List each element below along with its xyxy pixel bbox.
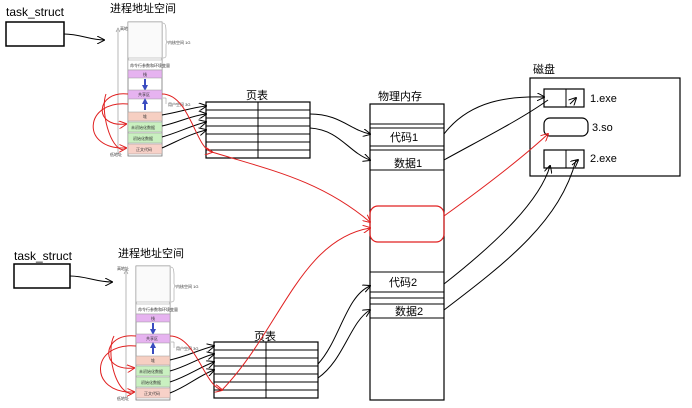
low-addr-label-1: 低地址 [110,151,122,157]
seg-bss-1 [127,121,163,133]
physical-memory-title: 物理内存 [378,89,422,103]
seg-code-label-2: 正文代码 [144,390,160,396]
page-table-title-1: 页表 [246,88,268,102]
addr-to-pagetable-arrows-1 [161,106,206,149]
kernel-space-2 [135,265,171,303]
low-addr-label-2: 低地址 [117,395,129,401]
mem-data2-label: 数据2 [395,304,423,318]
mem-code1-label: 代码1 [390,131,418,144]
seg-stack-label-1: 栈 [143,71,147,77]
high-addr-label-1: 高地址 [120,25,132,31]
seg-bss-label-2: 未初始化数据 [139,368,163,374]
task-to-addrspace-arrow-1 [63,33,104,40]
seg-data-label-1: 初始化数据 [133,135,153,141]
seg-args-label-1: 命令行参数和环境变量 [130,62,170,68]
addr-axis-up-icon-1 [115,27,121,33]
kernel-brace-2 [170,266,177,303]
seg-heap-2 [135,355,171,366]
kernel-label-2: 内核空间 1G [176,283,198,289]
seg-args-label-2: 命令行参数和环境变量 [138,306,178,312]
user-label-2: 用户空间 3G [176,345,198,351]
seg-data-1 [127,132,163,144]
task-struct-box-1 [5,21,65,47]
addr-axis-up-icon-2 [123,269,129,275]
page-table-title-2: 页表 [254,329,276,343]
seg-data-label-2: 初始化数据 [141,379,161,385]
physical-memory: 物理内存 代码1 数据1 代码2 数据2 [369,89,445,401]
file-2exe-label: 2.exe [590,153,617,165]
file-3so-box [543,117,589,137]
memory-to-disk-arrows [443,97,578,311]
addr-space-1: 高地址 低地址 内核空间 1G 命令行参数和环境变量 栈 共享区 堆 未初始化数… [110,21,190,157]
seg-stack-1 [127,69,163,79]
page-table-2: 页表 [213,329,319,399]
file-1exe-label: 1.exe [590,93,617,105]
seg-stack-label-2: 栈 [151,315,155,321]
seg-bss-label-1: 未初始化数据 [131,124,155,130]
task-struct-box-2 [13,263,71,289]
red-loops-1 [92,93,212,152]
file-2exe-box [543,149,585,169]
kernel-brace-1 [162,22,169,59]
task-struct-label-1: task_struct [6,5,65,19]
red-loops-2 [100,335,222,394]
addr-space-title-1: 进程地址空间 [110,1,176,15]
kernel-label-1: 内核空间 1G [168,39,190,45]
seg-shared-label-2: 共享区 [146,335,158,341]
task-to-addrspace-arrow-2 [69,275,112,282]
pagetable-to-memory-arrows [309,113,370,379]
shared-lib-red-arrows [211,134,548,391]
disk: 磁盘 1.exe 3.so 2.exe [529,62,681,177]
mem-code2-label: 代码2 [389,276,417,289]
disk-title: 磁盘 [533,62,555,76]
mem-shared-lib-region [369,205,445,243]
physical-memory-box [369,103,445,401]
file-3so-label: 3.so [592,122,613,134]
kernel-space-1 [127,21,163,59]
user-brace-2 [171,341,175,348]
user-label-1: 用户空间 3G [168,101,190,107]
file-1exe-box [543,88,585,108]
page-table-1: 页表 [205,88,311,159]
seg-heap-1 [127,111,163,122]
addr-space-2: 高地址 低地址 内核空间 1G 命令行参数和环境变量 栈 共享区 堆 未初始化数… [117,265,198,401]
task-struct-label-2: task_struct [14,249,73,263]
addr-space-title-2: 进程地址空间 [118,246,184,260]
process1-group: task_struct 进程地址空间 高地址 低地址 内核空间 1G 命令行参数… [5,1,311,159]
seg-code-1 [127,143,163,155]
seg-heap-label-1: 堆 [143,113,147,119]
seg-shared-label-1: 共享区 [138,91,150,97]
seg-code-label-1: 正文代码 [136,146,152,152]
seg-stack-2 [135,313,171,323]
mem-data1-label: 数据1 [394,156,422,170]
high-addr-label-2: 高地址 [117,265,129,271]
user-brace-1 [163,97,167,104]
addr-to-pagetable-arrows-2 [169,346,214,394]
seg-heap-label-2: 堆 [151,357,155,363]
process2-group: task_struct 进程地址空间 高地址 低地址 内核空间 1G 命令行参数… [13,246,319,401]
